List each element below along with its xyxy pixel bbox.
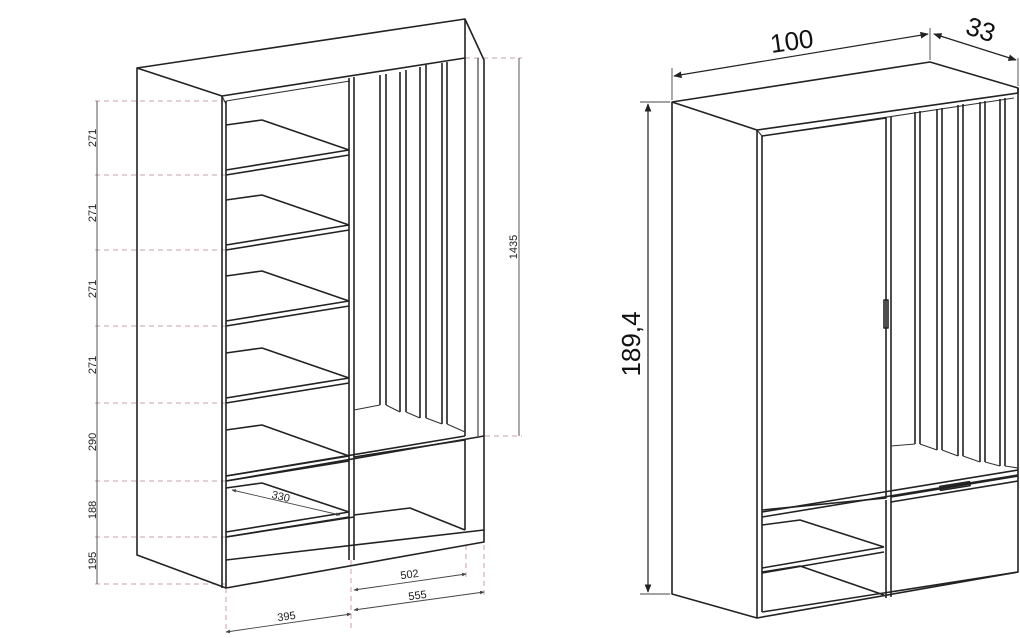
dim-100: 100	[768, 23, 815, 59]
dim-555: 555	[408, 589, 428, 603]
slats	[353, 62, 466, 433]
dim-271-3: 271	[87, 280, 99, 298]
right-height-dimension: 189,4	[616, 101, 670, 595]
shelves	[225, 119, 350, 538]
right-slats	[890, 98, 1019, 469]
left-bottom-widths: 502 555 395	[225, 568, 485, 634]
dim-271-4: 271	[87, 356, 99, 374]
dim-330: 330	[270, 489, 291, 505]
dim-189-4: 189,4	[616, 311, 646, 376]
dim-1435: 1435	[508, 235, 520, 259]
left-height-dimensions: 271 271 271 271 290 188 195	[87, 101, 99, 584]
dim-395: 395	[277, 610, 297, 624]
right-depth-dimension: 33	[933, 11, 1019, 86]
dim-188: 188	[87, 501, 99, 519]
left-depth-330: 330	[231, 489, 341, 516]
dim-502: 502	[400, 568, 420, 582]
left-wardrobe	[95, 18, 522, 632]
right-width-dimension: 100	[671, 23, 931, 100]
left-1435-dimension: 1435	[508, 58, 520, 436]
right-wardrobe	[671, 61, 1019, 619]
dim-33: 33	[962, 11, 999, 48]
dim-290: 290	[87, 433, 99, 451]
dim-271-2: 271	[87, 204, 99, 222]
dim-195: 195	[87, 552, 99, 570]
dim-271-1: 271	[87, 129, 99, 147]
